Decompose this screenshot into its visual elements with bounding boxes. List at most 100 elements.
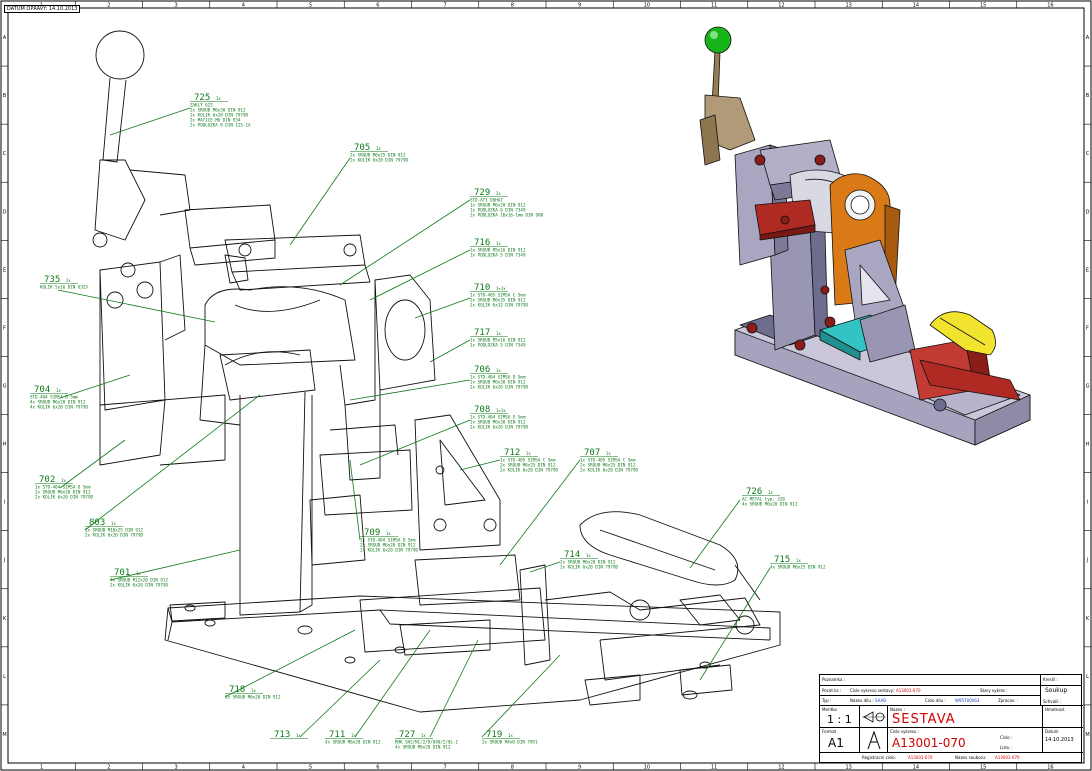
- clamp-knob: [95, 30, 145, 80]
- part-number: 702: [39, 475, 55, 485]
- tb-pocet-label: Pocet ks :: [822, 688, 842, 693]
- part-spec-line: 2x SROUB M6x25 DIN 912: [580, 463, 636, 468]
- grid-row-label-right: D: [1086, 209, 1090, 215]
- part-spec-line: 2x KOLIK 6x20 DIN 7979D: [35, 495, 93, 500]
- tb-poznamka-label: Poznamka :: [822, 677, 846, 682]
- grid-row-label-left: E: [3, 267, 6, 273]
- part-spec-line: 2x SROUB M6x30 DIN 912: [190, 108, 246, 113]
- part-spec-line: 2x SROUB M4x8 DIN 7991: [482, 740, 538, 745]
- tb-hmotnost-cell: Hmotnost: [1043, 706, 1083, 728]
- tb-format-label: Format: [822, 729, 837, 734]
- part-spec-line: 1x PODLOZKA 5 DIN 7349: [470, 343, 526, 348]
- tb-format-value: A1: [828, 736, 844, 750]
- part-spec-line: 1x STD-405 SIMSA C 5mm: [500, 458, 556, 463]
- grid-col-label-bottom: 9: [578, 765, 581, 771]
- grid-row-label-left: A: [3, 35, 7, 41]
- triangle-bracket: [414, 414, 501, 551]
- part-spec-line: 2x KOLIK 6x32 DIN 7979D: [470, 303, 528, 308]
- tb-row-registracni: Registracni cislo: A13001-070 Nazev soub…: [860, 753, 1083, 763]
- part-quantity: 1x: [216, 96, 221, 101]
- tb-cislo-dilu-label: Cislo dilu :: [925, 698, 946, 703]
- tb-hmotnost-label: Hmotnost: [1045, 707, 1065, 712]
- part-quantity: 1x: [526, 451, 531, 456]
- part-spec-line: 2x KOLIK 6x20 DIN 7979D: [85, 533, 143, 538]
- tb-schvalil-label: Schvalil :: [1043, 699, 1062, 704]
- part-number: 803: [89, 518, 105, 528]
- grid-col-label-top: 12: [778, 3, 784, 9]
- part-number: 719: [486, 730, 502, 740]
- part-number: 704: [34, 385, 50, 395]
- part-spec-line: 1x SROUB M6x20 DIN 912: [470, 203, 526, 208]
- part-number: 708: [474, 405, 490, 415]
- grid-col-label-top: 16: [1047, 3, 1053, 9]
- part-spec-line: 1x STD-404 SIMSA D 5mm: [470, 375, 526, 380]
- part-number: 707: [584, 448, 600, 458]
- part-spec-line: 4x SROUB M12x20 DIN 912: [110, 578, 168, 583]
- grid-row-label-right: A: [1086, 35, 1090, 41]
- part-number: 710: [474, 283, 490, 293]
- grid-row-label-right: F: [1086, 325, 1089, 331]
- part-spec-line: 1x STD-404 SIMSA D 5mm: [35, 485, 91, 490]
- part-quantity: 1x: [376, 146, 381, 151]
- part-number: 714: [564, 550, 580, 560]
- part-spec-line: 2x KOLIK 6x20 DIN 7979D: [470, 425, 528, 430]
- tb-cislo-vykresu-label: Cislo vykresu :: [890, 729, 920, 734]
- tb-format-cell: Format A1: [820, 728, 860, 753]
- part-spec-line: 4x KOLIK 6x20 DIN 7979D: [30, 405, 88, 410]
- tb-projection-cell: [860, 706, 888, 728]
- tb-cislo-vykresu-value: A13001-070: [892, 736, 966, 750]
- tb-row-note: Poznamka :: [820, 675, 1081, 686]
- tb-nazev-value: SESTAVA: [892, 712, 956, 727]
- grid-col-label-bottom: 14: [913, 765, 919, 771]
- part-spec-line: 2x PODLOZKA 16x16-1mm DIN 988: [470, 213, 544, 218]
- tb-registracni-value: A13001-070: [908, 755, 933, 760]
- grid-row-label-right: J: [1086, 558, 1088, 564]
- part-quantity: 1x: [421, 733, 426, 738]
- grid-row-label-right: L: [1086, 674, 1089, 680]
- grid-col-label-bottom: 8: [511, 765, 514, 771]
- grid-row-label-left: C: [3, 151, 7, 157]
- tb-zpracovani-label: Zpracov. :: [998, 698, 1018, 703]
- grid-col-label-top: 2: [107, 3, 110, 9]
- part-spec-line: 2x KOLIK 6x20 DIN 7979D: [470, 385, 528, 390]
- tb-nazev-cell: Nazev : SESTAVA: [888, 706, 1043, 728]
- grid-row-label-right: K: [1086, 616, 1090, 622]
- tb-cislo-sestavy-label: Cislo vykresu sestavy:: [850, 688, 895, 693]
- part-quantity: 1x: [136, 571, 141, 576]
- tb-meritko-cell: Meritko 1 : 1: [820, 706, 860, 728]
- part-spec-line: 1x PODLOZKA 5 DIN 7349: [470, 253, 526, 258]
- tb-row-pocet: Pocet ks : Cislo vykresu sestavy: A13001…: [820, 686, 1040, 696]
- tb-cislo-vykresu-cell: Cislo vykresu : A13001-070: [888, 728, 1043, 753]
- saddle-block: [204, 286, 356, 366]
- grid-col-label-bottom: 11: [711, 765, 717, 771]
- part-spec-line: AC METAL typ: 320: [742, 497, 785, 502]
- part-number: 701: [114, 568, 130, 578]
- part-spec-line: 4x SROUB M6x20 DIN 912: [325, 740, 381, 745]
- part-spec-line: STD-404 SIMSA D 5mm: [30, 395, 78, 400]
- part-spec-line: RHK SH2/NC/2/D/040/2/0L-1: [395, 740, 459, 745]
- grid-col-label-bottom: 12: [778, 765, 784, 771]
- part-number: 716: [474, 238, 490, 248]
- tb-nazev-dilu-label: Nazev dilu :: [850, 698, 874, 703]
- part-quantity: 1x: [496, 241, 501, 246]
- part-spec-line: 2x SROUB M6x25 DIN 912: [350, 153, 406, 158]
- tb-datum-label: Datum: [1045, 729, 1059, 734]
- part-quantity: 2x: [66, 278, 71, 283]
- part-spec-line: 1x SROUB M5x16 DIN 912: [470, 248, 526, 253]
- part-quantity: 1x: [111, 521, 116, 526]
- part-spec-line: 2x KOLIK 6x20 DIN 7979D: [110, 583, 168, 588]
